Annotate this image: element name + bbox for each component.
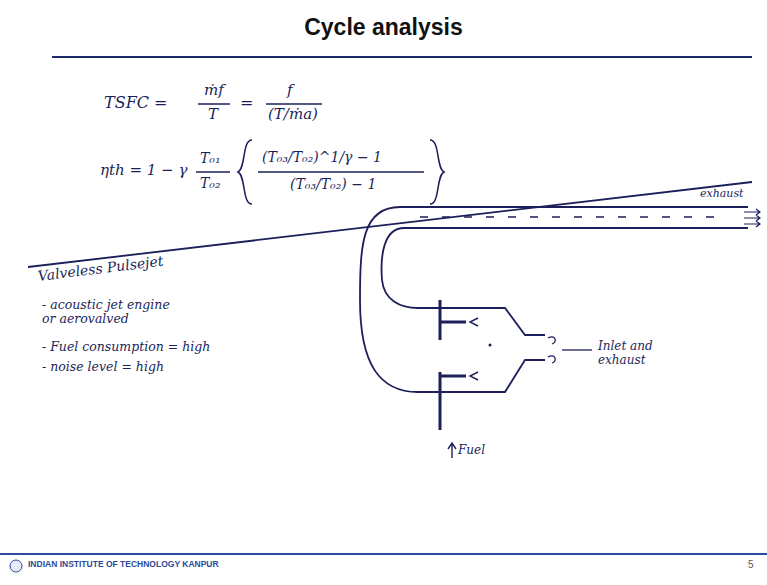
chamber-bottom-wall <box>418 360 545 392</box>
equation-term: (T₀₃/T₀₂)^1/γ − 1 <box>262 149 382 165</box>
fraction-bar <box>196 171 230 173</box>
equation-term: f <box>287 82 293 99</box>
equation-term: T₀₁ <box>200 150 221 166</box>
page-number: 5 <box>748 559 754 571</box>
fraction-bar <box>266 103 322 105</box>
equation-term: (T₀₃/T₀₂) − 1 <box>290 176 376 192</box>
part-label: exhaust <box>700 188 744 201</box>
note-text: - Fuel consumption = high <box>42 340 210 354</box>
inlet-flow-mark <box>548 337 555 363</box>
divider-line <box>28 182 752 267</box>
section-heading: Valveless Pulsejet <box>37 253 164 284</box>
exhaust-arrows <box>744 209 760 227</box>
fuel-arrow <box>448 443 456 458</box>
brace <box>430 140 444 204</box>
part-label: Fuel <box>458 444 485 458</box>
equation-term: T₀₂ <box>200 175 221 191</box>
leader-line <box>562 349 592 350</box>
equation-term: ηth = 1 − γ <box>100 162 187 179</box>
equation-term: (T/ṁa) <box>268 106 318 123</box>
brace <box>238 140 252 204</box>
fuel-injector <box>440 372 466 430</box>
fuel-injector <box>440 300 466 340</box>
flow-dot <box>489 344 492 347</box>
flow-dashes <box>420 216 720 217</box>
spray-mark <box>470 318 478 380</box>
equation-term: TSFC = <box>104 94 167 112</box>
tube-inner-wall <box>382 228 748 308</box>
equation-term: T <box>208 106 218 123</box>
chamber-top-wall <box>418 308 545 335</box>
slide-title: Cycle analysis <box>0 14 767 41</box>
fraction-bar <box>198 103 230 105</box>
footer-rule <box>0 553 767 555</box>
title-rule <box>52 56 752 58</box>
part-label: Inlet and exhaust <box>598 340 678 368</box>
institute-logo <box>10 560 22 572</box>
note-text: - noise level = high <box>42 360 164 374</box>
note-text: - acoustic jet engine or aerovalved <box>42 298 182 327</box>
equation-term: = <box>240 94 253 112</box>
equation-term: ṁf <box>204 82 224 99</box>
tube-outer-wall <box>360 207 748 392</box>
footer-text: INDIAN INSTITUTE OF TECHNOLOGY KANPUR <box>28 560 219 570</box>
fraction-bar <box>258 171 424 173</box>
